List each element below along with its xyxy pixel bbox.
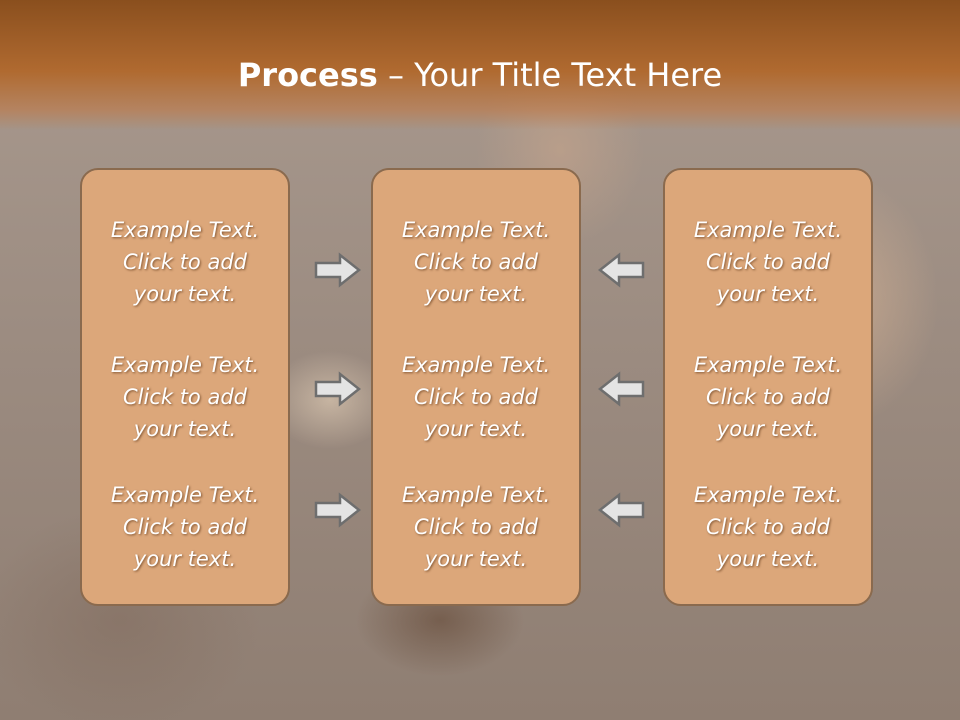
text-line: Example Text. — [110, 218, 260, 242]
title-banner — [0, 0, 960, 130]
text-line: Example Text. — [693, 483, 843, 507]
text-line: your text. — [133, 417, 237, 441]
text-line: your text. — [424, 282, 528, 306]
text-placeholder[interactable]: Example Text. Click to add your text. — [665, 214, 871, 310]
text-line: Example Text. — [693, 353, 843, 377]
slide-title[interactable]: Process – Your Title Text Here — [0, 54, 960, 96]
text-line: Click to add — [122, 385, 247, 409]
text-line: Click to add — [705, 250, 830, 274]
text-line: your text. — [716, 282, 820, 306]
left-text-box[interactable]: Example Text. Click to add your text. Ex… — [80, 168, 290, 606]
text-line: Click to add — [705, 515, 830, 539]
text-placeholder[interactable]: Example Text. Click to add your text. — [665, 479, 871, 575]
title-rest: – Your Title Text Here — [377, 56, 723, 94]
text-line: Click to add — [413, 250, 538, 274]
text-line: Example Text. — [110, 483, 260, 507]
text-line: Click to add — [122, 250, 247, 274]
text-line: Example Text. — [693, 218, 843, 242]
text-line: your text. — [424, 417, 528, 441]
arrow-right-icon — [314, 371, 362, 407]
center-text-box[interactable]: Example Text. Click to add your text. Ex… — [371, 168, 581, 606]
text-placeholder[interactable]: Example Text. Click to add your text. — [373, 349, 579, 445]
text-line: Example Text. — [110, 353, 260, 377]
arrow-left-icon — [597, 371, 645, 407]
arrow-left-icon — [597, 252, 645, 288]
text-line: Example Text. — [401, 483, 551, 507]
text-line: Click to add — [413, 515, 538, 539]
text-placeholder[interactable]: Example Text. Click to add your text. — [82, 349, 288, 445]
title-bold: Process — [237, 56, 378, 94]
text-line: Click to add — [705, 385, 830, 409]
text-line: your text. — [716, 547, 820, 571]
right-text-box[interactable]: Example Text. Click to add your text. Ex… — [663, 168, 873, 606]
text-placeholder[interactable]: Example Text. Click to add your text. — [82, 214, 288, 310]
text-line: your text. — [716, 417, 820, 441]
arrow-left-icon — [597, 492, 645, 528]
text-line: your text. — [424, 547, 528, 571]
text-line: Click to add — [413, 385, 538, 409]
text-placeholder[interactable]: Example Text. Click to add your text. — [373, 479, 579, 575]
text-line: your text. — [133, 547, 237, 571]
text-placeholder[interactable]: Example Text. Click to add your text. — [82, 479, 288, 575]
text-line: Example Text. — [401, 218, 551, 242]
text-line: Example Text. — [401, 353, 551, 377]
arrow-right-icon — [314, 252, 362, 288]
text-line: your text. — [133, 282, 237, 306]
arrow-right-icon — [314, 492, 362, 528]
text-placeholder[interactable]: Example Text. Click to add your text. — [665, 349, 871, 445]
text-line: Click to add — [122, 515, 247, 539]
text-placeholder[interactable]: Example Text. Click to add your text. — [373, 214, 579, 310]
